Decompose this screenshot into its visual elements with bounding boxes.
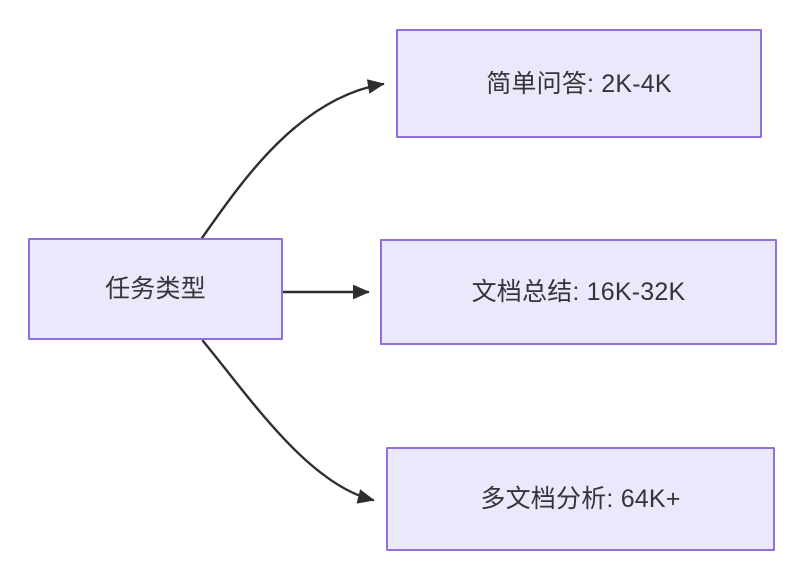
node-multi-doc-analysis-label: 多文档分析: 64K+ [480,485,681,513]
node-multi-doc-analysis[interactable]: 多文档分析: 64K+ [386,447,775,551]
node-doc-summary[interactable]: 文档总结: 16K-32K [380,239,777,345]
node-simple-qa-label: 简单问答: 2K-4K [486,69,672,98]
node-task-type[interactable]: 任务类型 [28,238,283,340]
edge-task-type-to-simple-qa [200,79,385,240]
edge-task-type-to-multi-doc-analysis [201,339,375,504]
node-simple-qa[interactable]: 简单问答: 2K-4K [396,29,762,138]
node-doc-summary-label: 文档总结: 16K-32K [471,278,686,306]
node-task-type-label: 任务类型 [105,275,206,303]
